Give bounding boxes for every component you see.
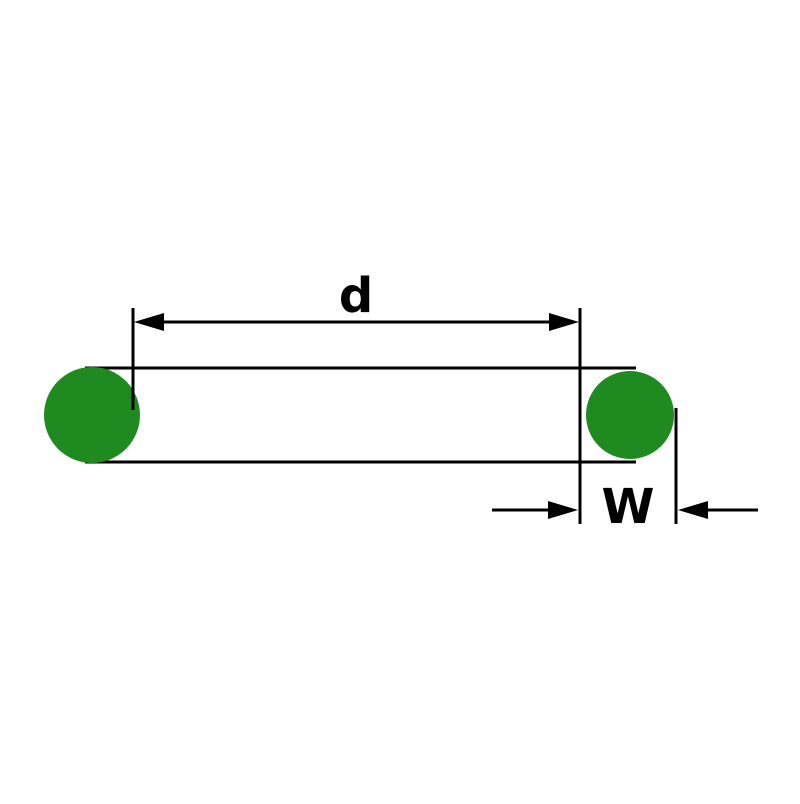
cross-section-width-dimension: W xyxy=(492,479,758,535)
oring-left-cross-section xyxy=(44,367,140,463)
cross-section-width-label: W xyxy=(602,479,655,535)
inner-diameter-arrowhead-left-icon xyxy=(134,313,164,331)
oring-right-cross-section xyxy=(586,371,674,459)
inner-diameter-arrowhead-right-icon xyxy=(549,313,579,331)
width-arrowhead-right-icon xyxy=(678,501,708,519)
width-arrowhead-left-icon xyxy=(548,501,578,519)
inner-diameter-label: d xyxy=(339,268,373,324)
inner-diameter-dimension: d xyxy=(134,268,579,331)
